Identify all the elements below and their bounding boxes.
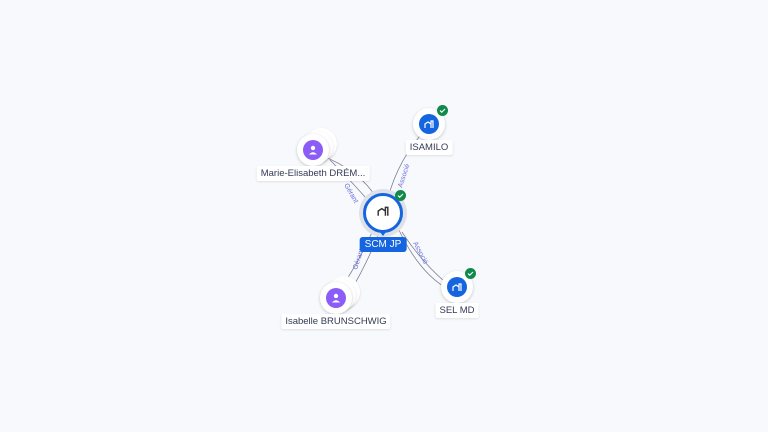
person-icon [326, 288, 346, 308]
node-isabelle[interactable] [320, 282, 352, 314]
node-label[interactable]: ISAMILO [405, 140, 453, 155]
building-icon [447, 277, 467, 297]
node-label[interactable]: Isabelle BRUNSCHWIG [281, 314, 391, 329]
center-node[interactable] [363, 190, 406, 233]
node-isamilo[interactable] [413, 105, 448, 140]
verified-check-icon [465, 268, 476, 279]
edge-label-selmd: Associé [411, 241, 429, 266]
person-icon [303, 140, 323, 160]
center-label[interactable]: SCM JP [359, 237, 407, 252]
verified-check-icon [437, 105, 448, 116]
node-selmd[interactable] [441, 268, 476, 303]
node-marie[interactable] [297, 134, 329, 166]
node-label[interactable]: SEL MD [435, 303, 479, 318]
building-icon [419, 114, 439, 134]
edge-label-marie: Gérant [342, 183, 359, 205]
building-icon [377, 204, 389, 222]
node-label[interactable]: Marie-Elisabeth DRÉM... [256, 166, 370, 181]
verified-check-icon [395, 190, 406, 201]
